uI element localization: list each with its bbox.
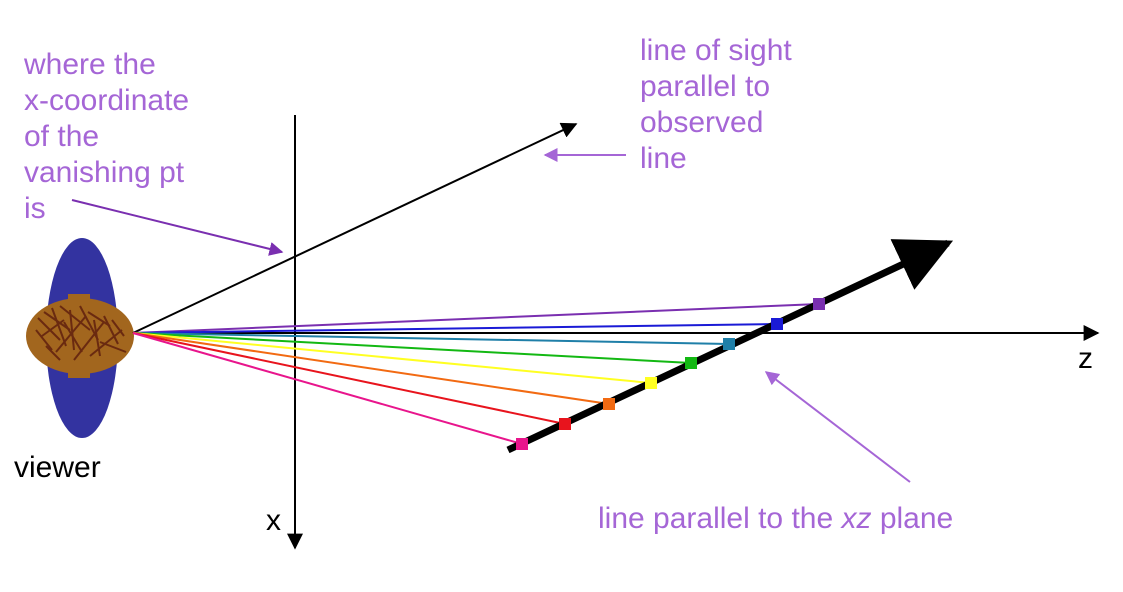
vanishing-x-note-line: x-coordinate	[24, 84, 189, 117]
x-axis-label: x	[266, 504, 281, 537]
sight-rays	[132, 303, 820, 445]
sight-ray	[132, 332, 730, 345]
line-of-sight-note-line: parallel to	[640, 70, 770, 103]
line-point	[813, 298, 825, 310]
parallel-line-note: line parallel to the xz plane	[598, 502, 953, 535]
parallel-line-note-prefix: line parallel to the	[598, 502, 842, 535]
line-point	[559, 418, 571, 430]
line-point	[603, 398, 615, 410]
line-point	[645, 377, 657, 389]
viewer-figure	[26, 238, 134, 438]
vanishing-x-note-line: where the	[23, 48, 156, 81]
line-of-sight-ray	[132, 122, 578, 334]
sight-ray	[132, 332, 692, 364]
line-point	[516, 438, 528, 450]
line-of-sight-note: line of sight parallel to observed line	[640, 34, 800, 175]
viewer-head	[26, 298, 134, 374]
sight-ray	[132, 323, 778, 334]
viewer-hair	[35, 305, 127, 361]
parallel-line-pointer	[764, 371, 911, 483]
sight-ray	[132, 332, 610, 405]
line-point	[771, 318, 783, 330]
line-of-sight-note-line: line of sight	[640, 34, 792, 67]
vanishing-x-note: where the x-coordinate of the vanishing …	[23, 48, 197, 225]
parallel-line-note-suffix: plane	[872, 502, 954, 535]
line-point	[685, 357, 697, 369]
line-of-sight-note-line: line	[640, 142, 687, 175]
sight-ray	[132, 332, 566, 425]
viewer-label: viewer	[14, 451, 101, 484]
sight-ray	[132, 332, 523, 445]
vanishing-x-note-line: is	[24, 192, 46, 225]
vanishing-x-pointer	[71, 199, 284, 256]
vanishing-x-note-line: vanishing pt	[24, 156, 185, 189]
parallel-line-note-em: xz	[840, 502, 872, 535]
sight-ray	[132, 303, 820, 334]
line-of-sight-note-line: observed	[640, 106, 763, 139]
sight-ray	[132, 332, 652, 384]
z-axis-label: z	[1078, 342, 1093, 375]
line-point	[723, 338, 735, 350]
line-points	[516, 298, 825, 450]
vanishing-x-note-line: of the	[24, 120, 99, 153]
